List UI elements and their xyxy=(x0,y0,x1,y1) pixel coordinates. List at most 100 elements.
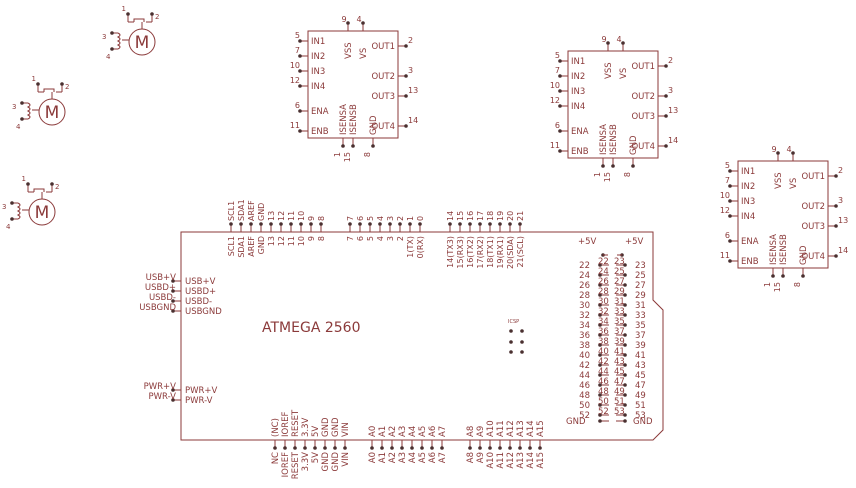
pin-dot xyxy=(598,293,602,297)
pin-dot xyxy=(171,398,175,402)
pin-dot xyxy=(598,383,602,387)
pin-dot xyxy=(606,41,610,45)
pin-dot xyxy=(319,222,323,226)
pin-number: 6 xyxy=(725,231,730,240)
pin-dot xyxy=(408,222,412,226)
pin-number: 5 xyxy=(295,31,300,40)
pin-name: 34 xyxy=(598,317,609,327)
pin-dot xyxy=(834,174,838,178)
pin-number: 11 xyxy=(287,211,296,221)
pin-name: AREF xyxy=(247,236,256,257)
pin-number: A15 xyxy=(536,452,546,469)
pin-dot xyxy=(598,403,602,407)
pin-name: 28 xyxy=(598,287,609,297)
pin-dot xyxy=(10,217,14,221)
pin-number: 5 xyxy=(725,161,730,170)
pin-dot xyxy=(279,222,283,226)
pin-dot xyxy=(598,393,602,397)
pin-number: 25 xyxy=(635,271,646,281)
pin-dot xyxy=(623,263,627,267)
pin-dot xyxy=(346,21,350,25)
board-title: ATMEGA 2560 xyxy=(262,320,360,336)
motor-driver-2: 5IN17IN210IN312IN46ENA11ENB2OUT13OUT213O… xyxy=(550,35,678,182)
pin-dot xyxy=(801,274,805,278)
pin-number: 24 xyxy=(579,271,590,281)
pin-name: 33 xyxy=(614,307,625,317)
pin-number: 39 xyxy=(635,341,646,351)
pin-number: 10 xyxy=(290,61,300,70)
pin-name: 13 xyxy=(267,236,276,246)
pin-number: A2 xyxy=(388,452,398,463)
pin-number: USBD+ xyxy=(145,283,176,293)
pin-name-ena: ENA xyxy=(741,237,759,247)
pin-name: 2 xyxy=(396,236,405,241)
motor-pin-3: 3 xyxy=(12,103,16,111)
pin-number: A12 xyxy=(506,452,516,469)
pin-number: A4 xyxy=(408,452,418,463)
pin-number: 4 xyxy=(356,15,361,24)
pin-dot xyxy=(468,446,472,450)
pin-name: 49 xyxy=(614,387,625,397)
pin-number: 1 xyxy=(763,282,772,287)
pin-number: A10 xyxy=(486,452,496,469)
pin-name: A12 xyxy=(506,420,516,437)
pin-name: 23 xyxy=(614,257,625,267)
pin-number: A6 xyxy=(428,452,438,463)
pin-dot xyxy=(781,274,785,278)
pin-dot xyxy=(289,222,293,226)
pin-name: VIN xyxy=(341,422,351,437)
pin-name: SCL1 xyxy=(227,236,236,256)
pin-name-out3: OUT3 xyxy=(371,92,395,102)
motor-symbol: M xyxy=(45,103,60,123)
pin-dot xyxy=(558,129,562,133)
pin-number: 43 xyxy=(635,361,646,371)
pin-number: A0 xyxy=(368,452,378,463)
pin-number: 3.3V xyxy=(301,452,311,472)
pin-name: A14 xyxy=(526,420,536,437)
power-label: +5V xyxy=(578,237,597,247)
pin-dot xyxy=(298,69,302,73)
pin-dot xyxy=(171,299,175,303)
pin-number: AREF xyxy=(247,200,256,221)
pin-dot xyxy=(598,373,602,377)
pin-dot xyxy=(508,446,512,450)
pin-dot xyxy=(791,151,795,155)
pin-name-out2: OUT2 xyxy=(801,202,825,212)
pin-number: USBGND xyxy=(139,303,176,313)
pin-number: 26 xyxy=(579,281,590,291)
pin-number: 14 xyxy=(408,116,418,125)
pin-dot xyxy=(298,54,302,58)
pin-dot xyxy=(558,149,562,153)
pin-number: A8 xyxy=(466,452,476,463)
pin-name: A3 xyxy=(398,426,408,437)
pin-number: 7 xyxy=(346,216,355,221)
pin-number: 53 xyxy=(635,411,646,421)
gnd-label: GND xyxy=(566,417,586,427)
pin-dot xyxy=(623,313,627,317)
pin-dot xyxy=(239,222,243,226)
pin-name: 7 xyxy=(346,236,355,241)
pin-number: 40 xyxy=(579,351,590,361)
pin-name: 50 xyxy=(598,397,609,407)
pin-name-gnd: GND xyxy=(369,115,379,135)
pin-number: USBD- xyxy=(149,293,176,303)
motor-pin-1: 1 xyxy=(22,175,26,183)
pin-number: SCL1 xyxy=(227,201,236,221)
pin-number: 30 xyxy=(579,301,590,311)
coil-symbol xyxy=(116,32,121,50)
pin-dot xyxy=(478,222,482,226)
pin-number: 13 xyxy=(838,216,848,225)
pin-name-enb: ENB xyxy=(741,257,759,267)
pin-name-isensa: ISENSA xyxy=(339,104,349,135)
pin-number: 11 xyxy=(550,141,560,150)
pin-dot xyxy=(623,323,627,327)
pin-name-in4: IN4 xyxy=(311,82,325,92)
switch-symbol xyxy=(43,88,55,92)
pin-dot xyxy=(598,343,602,347)
pin-dot xyxy=(728,214,732,218)
icsp-pin xyxy=(520,340,524,344)
pin-dot xyxy=(249,222,253,226)
pin-dot xyxy=(348,222,352,226)
